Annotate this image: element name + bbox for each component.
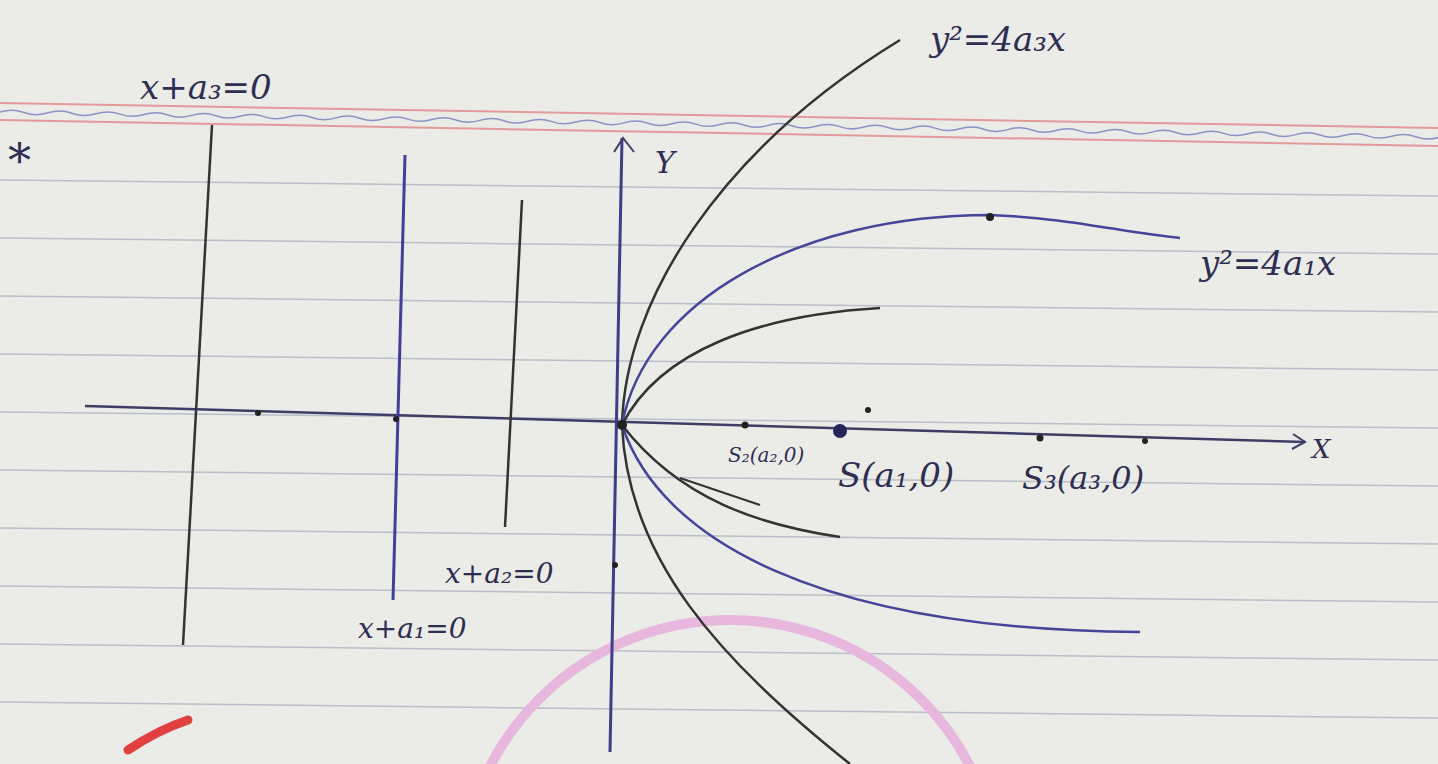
star-mark: * bbox=[8, 138, 31, 184]
axis-label: X bbox=[1312, 436, 1331, 462]
directrix-label: x+a₂=0 bbox=[445, 560, 553, 588]
curve-label: y²=4a₁x bbox=[1200, 246, 1336, 280]
axis-label: Y bbox=[655, 148, 675, 178]
directrix-label: x+a₃=0 bbox=[140, 70, 272, 104]
focus-label: S(a₁,0) bbox=[838, 458, 954, 492]
focus-label: S₃(a₃,0) bbox=[1022, 462, 1144, 494]
curve-label: y²=4a₃x bbox=[930, 22, 1066, 56]
focus-label: S₂(a₂,0) bbox=[728, 445, 804, 465]
directrix-label: x+a₁=0 bbox=[358, 615, 466, 643]
